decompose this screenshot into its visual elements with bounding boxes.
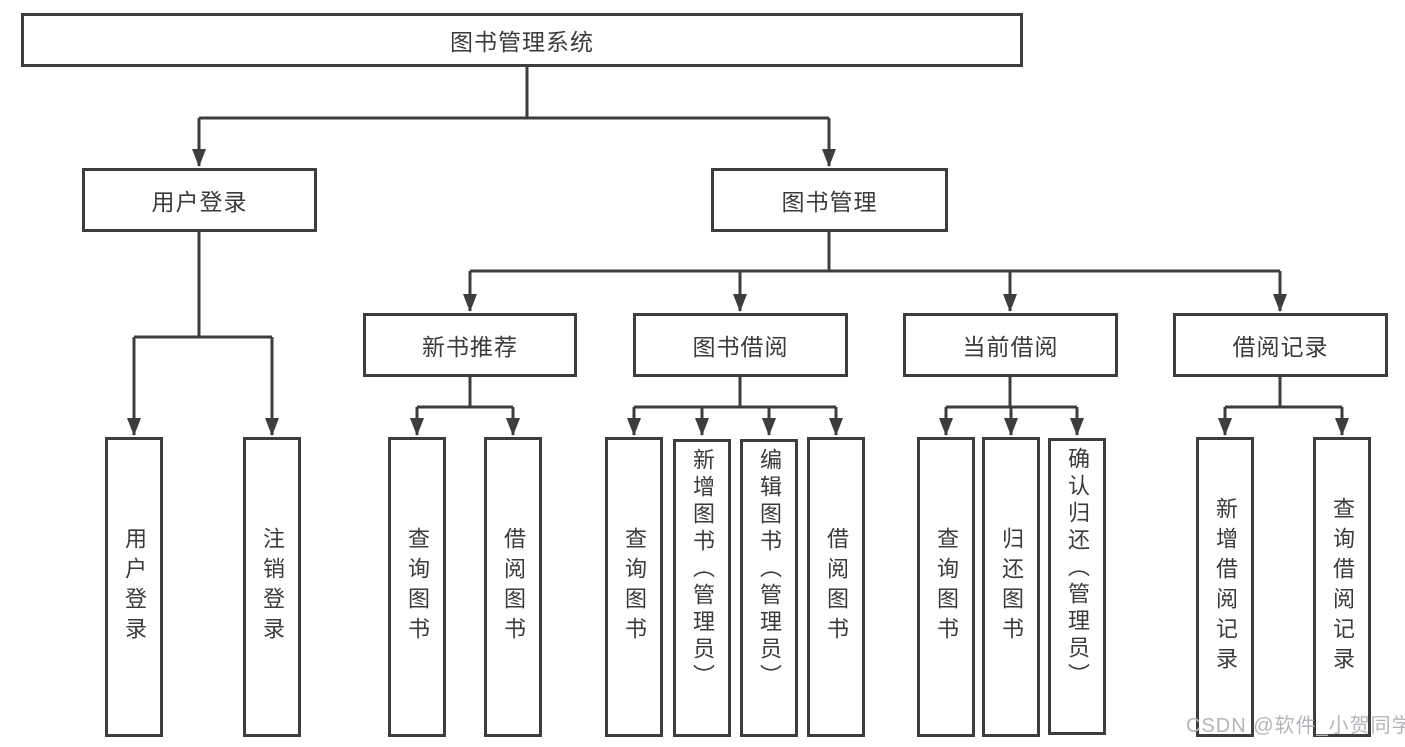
leaf-edit-books-admin: 编辑图书（管理员） <box>740 439 798 737</box>
node-label: 新增借阅记录 <box>1213 497 1238 677</box>
node-label: 注销登录 <box>260 527 285 647</box>
node-label: 查询借阅记录 <box>1330 497 1355 677</box>
leaf-user-login: 用户登录 <box>105 437 163 737</box>
leaf-query-books-recommend: 查询图书 <box>388 437 446 737</box>
node-borrow-records: 借阅记录 <box>1173 313 1388 377</box>
leaf-logout: 注销登录 <box>243 437 301 737</box>
csdn-watermark: CSDN @软件_小贺同学 <box>1186 715 1405 737</box>
node-label: 查询图书 <box>934 527 959 647</box>
node-label: 图书管理系统 <box>450 29 594 55</box>
node-label: 借阅记录 <box>1232 334 1329 360</box>
node-label: 归还图书 <box>999 527 1024 647</box>
leaf-add-borrow-record: 新增借阅记录 <box>1196 437 1254 737</box>
leaf-borrow-books: 借阅图书 <box>807 437 865 737</box>
node-label: 查询图书 <box>405 527 430 647</box>
leaf-borrow-books-recommend: 借阅图书 <box>484 437 542 737</box>
node-book-borrow: 图书借阅 <box>633 313 848 377</box>
node-book-management: 图书管理 <box>711 168 948 232</box>
node-label: 查询图书 <box>622 527 647 647</box>
node-label: 用户登录 <box>151 189 248 215</box>
leaf-return-books: 归还图书 <box>982 437 1040 737</box>
node-label: 当前借阅 <box>962 334 1059 360</box>
leaf-query-borrow-record: 查询借阅记录 <box>1313 437 1371 737</box>
node-label: 借阅图书 <box>501 527 526 647</box>
node-new-book-recommend: 新书推荐 <box>363 313 577 377</box>
leaf-query-books-borrow: 查询图书 <box>605 437 663 737</box>
node-label: 用户登录 <box>122 527 147 647</box>
node-label: 新增图书（管理员） <box>690 448 715 691</box>
node-library-system: 图书管理系统 <box>21 13 1023 67</box>
node-label: 新书推荐 <box>422 334 518 360</box>
node-label: 借阅图书 <box>824 527 849 647</box>
leaf-query-books-current: 查询图书 <box>917 437 975 737</box>
node-label: 确认归还（管理员） <box>1065 447 1090 690</box>
leaf-confirm-return-admin: 确认归还（管理员） <box>1048 438 1106 735</box>
leaf-add-books-admin: 新增图书（管理员） <box>673 439 731 737</box>
node-label: 图书借阅 <box>692 334 789 360</box>
node-label: 图书管理 <box>781 189 878 215</box>
node-label: 编辑图书（管理员） <box>757 448 782 691</box>
node-current-borrow: 当前借阅 <box>903 313 1118 377</box>
node-user-login: 用户登录 <box>82 168 317 232</box>
